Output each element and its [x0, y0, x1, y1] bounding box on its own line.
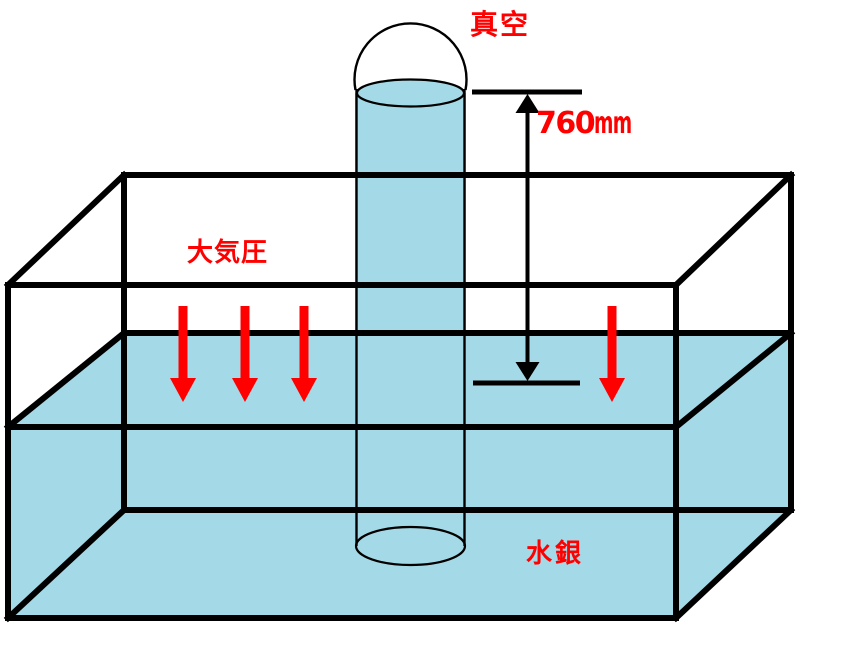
- tank-top-left-diagonal: [3, 170, 129, 290]
- pressure-arrow: [170, 306, 196, 402]
- tank-top-right-diagonal: [671, 170, 796, 290]
- dimension-arrow-down-head: [515, 362, 540, 381]
- mercury-surface-left-diagonal: [3, 328, 129, 432]
- column-height-unit: mm: [594, 106, 632, 141]
- atmospheric-pressure-label: 大気圧: [187, 238, 269, 268]
- mercury-surface-right-diagonal: [671, 328, 796, 432]
- tube-mercury-level-surface: [355, 78, 466, 108]
- tube-bottom-opening: [354, 525, 467, 567]
- vacuum-label: 真空: [470, 8, 531, 41]
- pressure-arrow: [291, 306, 317, 402]
- pressure-arrow: [599, 306, 625, 402]
- tube-mercury-column: [355, 93, 466, 546]
- tank-bottom-left-diagonal: [3, 505, 129, 623]
- tank-bottom-right-diagonal: [671, 505, 796, 623]
- tank-wireframe: [3, 170, 796, 623]
- pressure-arrow: [232, 306, 258, 402]
- tube-vacuum-dome: [353, 22, 468, 91]
- column-height-value: 760: [536, 106, 596, 141]
- dimension-arrow-up-head: [515, 94, 540, 113]
- atmospheric-pressure-arrows: [170, 306, 625, 402]
- column-height-label: 760mm: [536, 108, 655, 140]
- glass-tube: [353, 22, 468, 567]
- mercury-label: 水銀: [526, 539, 585, 569]
- height-dimension-marker: [472, 89, 582, 386]
